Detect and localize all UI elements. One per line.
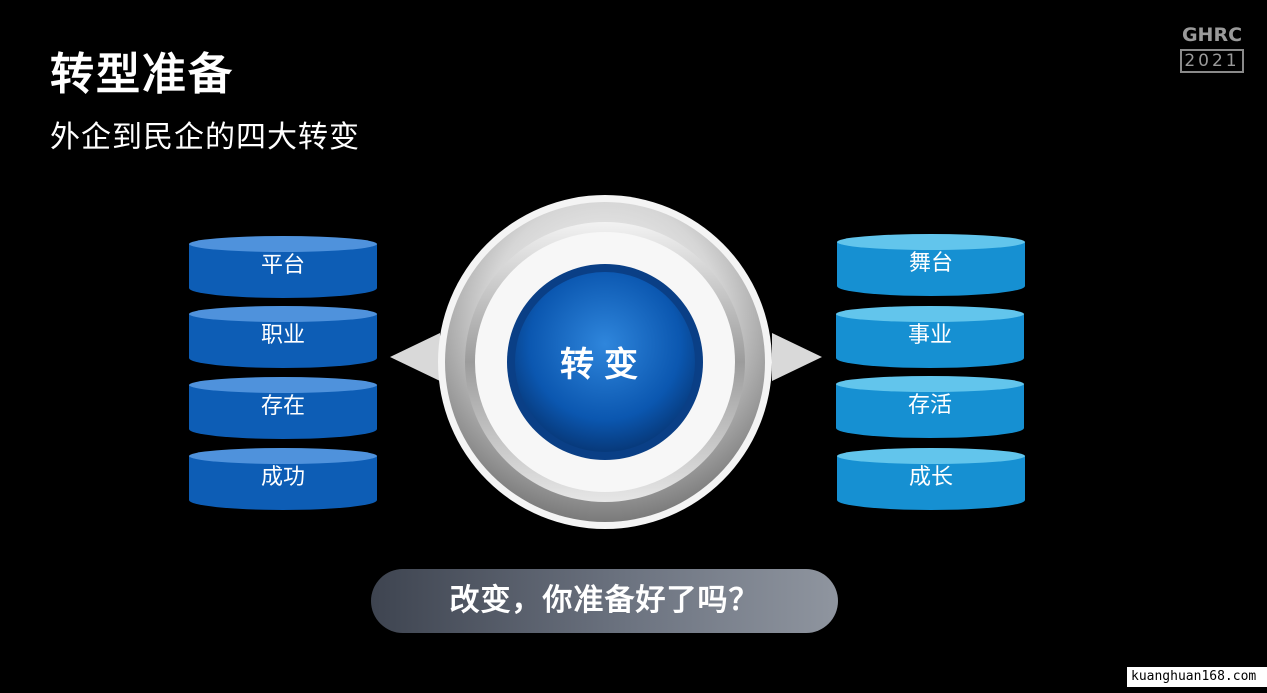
banner-text: 改变，你准备好了吗？ [449, 583, 760, 618]
right-disc-label: 事业 [907, 323, 952, 348]
disc-shape [837, 448, 1025, 510]
logo-year: 2021 [1180, 49, 1244, 73]
left-disc-label: 成功 [260, 465, 305, 490]
disc-shape [189, 236, 377, 298]
left-disc-1: 平台 [189, 234, 377, 298]
page-subtitle: 外企到民企的四大转变 [50, 120, 360, 155]
logo-text: GHRC [1181, 24, 1243, 46]
left-disc-3: 存在 [189, 375, 377, 439]
right-arrow-shape [772, 333, 822, 381]
left-disc-4: 成功 [189, 446, 377, 510]
page-title: 转型准备 [50, 49, 234, 100]
right-disc-4: 成长 [837, 446, 1025, 510]
right-disc-1: 舞台 [837, 232, 1025, 296]
right-disc-label: 成长 [908, 465, 953, 490]
left-arrow-shape [390, 333, 440, 381]
disc-shape [189, 377, 377, 439]
watermark: kuanghuan168.com [1127, 667, 1267, 687]
center-label: 转变 [560, 345, 648, 385]
left-disc-label: 职业 [260, 323, 305, 348]
right-disc-3: 存活 [836, 374, 1024, 438]
disc-shape [837, 234, 1025, 296]
call-to-action-banner: 改变，你准备好了吗？ [371, 569, 838, 633]
right-disc-2: 事业 [836, 304, 1024, 368]
disc-shape [189, 306, 377, 368]
disc-shape [836, 306, 1024, 368]
left-disc-label: 存在 [260, 394, 305, 419]
disc-shape [189, 448, 377, 510]
center-emblem [390, 195, 822, 529]
right-disc-label: 存活 [907, 393, 952, 418]
right-disc-label: 舞台 [908, 251, 953, 276]
left-disc-label: 平台 [260, 253, 305, 278]
disc-shape [836, 376, 1024, 438]
left-disc-2: 职业 [189, 304, 377, 368]
ghrc-logo: GHRC 2021 [1180, 24, 1244, 73]
